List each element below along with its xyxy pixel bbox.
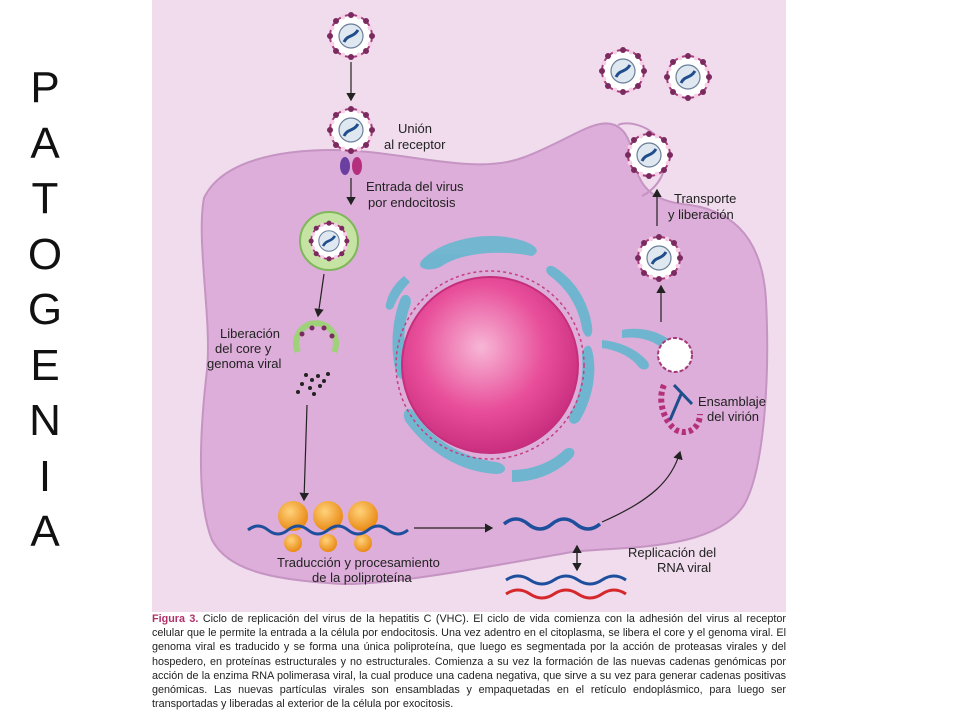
ribosomes xyxy=(278,501,378,552)
title-letter: A xyxy=(30,118,60,168)
title-letter: A xyxy=(30,507,60,556)
label-traduccion: Traducción y procesamiento de la polipro… xyxy=(277,555,443,585)
title-letter: E xyxy=(30,340,60,390)
virion-released-2 xyxy=(662,51,714,103)
label-transporte: Transporte y liberación xyxy=(668,191,740,222)
assembly xyxy=(657,337,703,435)
rna-strand-negative-blue xyxy=(505,574,627,586)
virion-incoming xyxy=(325,10,377,62)
label-ensamblaje: Ensamblaje del virión xyxy=(698,394,770,424)
title-letter: G xyxy=(27,285,63,334)
title-letter: I xyxy=(38,451,52,501)
receptor xyxy=(340,157,362,175)
title-letter: P xyxy=(30,63,60,112)
hcv-cycle-diagram: Unión al receptor Entrada del virus por … xyxy=(199,10,770,600)
uncoating xyxy=(293,320,339,396)
rna-strand-translation xyxy=(247,524,409,536)
label-union: Unión al receptor xyxy=(384,121,446,152)
figure-caption: Figura 3. Ciclo de replicación del virus… xyxy=(152,612,786,720)
virion-binding xyxy=(325,104,377,156)
label-entrada: Entrada del virus por endocitosis xyxy=(366,179,467,210)
title-letter: T xyxy=(31,174,59,223)
virion-released-1 xyxy=(597,45,649,97)
hcv-replication-figure: Unión al receptor Entrada del virus por … xyxy=(152,0,786,612)
title-letter: O xyxy=(27,229,63,279)
caption-text: Ciclo de replicación del virus de la hep… xyxy=(152,613,786,711)
virion-transport xyxy=(633,232,685,284)
caption-label: Figura 3. xyxy=(152,613,199,625)
virion-budding xyxy=(623,129,675,181)
title-letter: N xyxy=(29,396,61,445)
rna-strand-replication xyxy=(502,517,602,531)
nucleus xyxy=(401,276,579,454)
rna-strand-negative-red xyxy=(505,588,627,600)
label-replicacion: Replicación del RNA viral xyxy=(628,545,720,575)
label-liberacion: Liberación del core y genoma viral xyxy=(207,326,284,371)
vertical-title: P A T O G E N I A xyxy=(22,60,68,560)
